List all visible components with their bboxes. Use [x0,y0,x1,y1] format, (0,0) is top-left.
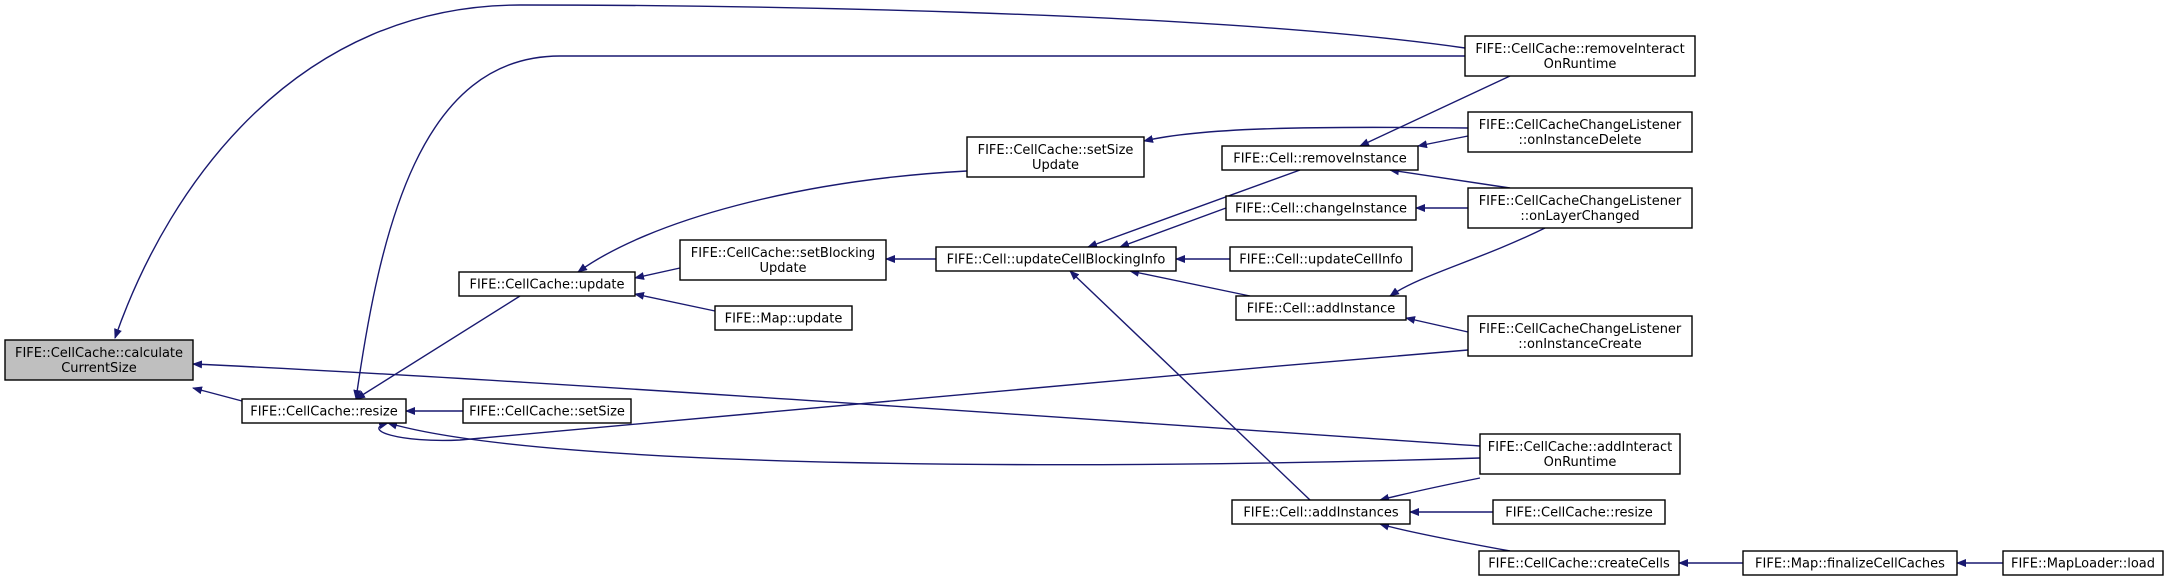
node-label-addinteract: FIFE::CellCache::addInteract [1488,440,1672,455]
node-label-resize: FIFE::CellCache::resize [250,405,398,420]
node-maploaderload[interactable]: FIFE::MapLoader::load [2002,550,2164,576]
node-label-calculate: CurrentSize [61,361,137,376]
node-label-setblocking: Update [759,261,806,276]
edge-addinteract-to-addinsts [1379,477,1481,502]
node-ondelete[interactable]: FIFE::CellCacheChangeListener::onInstanc… [1467,111,1693,153]
node-createcells[interactable]: FIFE::CellCache::createCells [1478,550,1680,576]
edge-onlayer-to-removeinst [1389,167,1511,189]
edge-resize-to-calculate [192,386,243,402]
node-box-createcells [1478,550,1680,576]
node-label-onlayer: ::onLayerChanged [1520,209,1639,224]
node-label-ondelete: ::onInstanceDelete [1519,133,1642,148]
node-box-finalize [1742,550,1958,576]
edge-mapupdate-to-ccupdate [634,291,716,312]
node-box-setblocking [679,239,887,281]
node-label-setsize: FIFE::CellCache::setSize [469,405,625,420]
node-box-setsizeupdate [966,136,1145,178]
node-label-ondelete: FIFE::CellCacheChangeListener [1479,118,1682,133]
node-box-removeinteract [1464,35,1696,77]
node-ccresize2[interactable]: FIFE::CellCache::resize [1492,499,1666,525]
node-label-maploaderload: FIFE::MapLoader::load [2011,557,2155,572]
node-label-addinsts: FIFE::Cell::addInstances [1243,506,1399,521]
edge-ccupdate-to-resize [355,295,521,400]
node-box-removeinst [1221,145,1419,171]
node-box-setsize [462,398,632,424]
node-label-setsizeupdate: Update [1032,158,1079,173]
node-mapupdate[interactable]: FIFE::Map::update [714,305,853,331]
node-box-maploaderload [2002,550,2164,576]
edge-oncreate-to-addinst [1405,316,1469,333]
node-label-changeinst: FIFE::Cell::changeInstance [1235,202,1407,217]
edge-addinteract-to-resize [387,421,1481,466]
node-layer: FIFE::CellCache::calculateCurrentSizeFIF… [4,35,2164,576]
node-label-addinst: FIFE::Cell::addInstance [1247,302,1396,317]
edge-removeinst-to-updateblocking [1087,169,1301,248]
node-label-ccresize2: FIFE::CellCache::resize [1505,506,1653,521]
node-label-setblocking: FIFE::CellCache::setBlocking [691,246,875,261]
node-label-oncreate: ::onInstanceCreate [1518,337,1641,352]
edge-ondelete-to-removeinst [1417,135,1469,149]
node-box-changeinst [1225,195,1417,221]
node-changeinst[interactable]: FIFE::Cell::changeInstance [1225,195,1417,221]
node-box-addinst [1235,295,1407,321]
node-box-updateblocking [935,246,1177,272]
node-updatecellinfo[interactable]: FIFE::Cell::updateCellInfo [1229,246,1413,272]
edge-oncreate-to-resize [378,349,1469,442]
edge-ondelete-to-setsizeupdate [1143,126,1469,143]
edge-setblocking-to-ccupdate [634,267,681,280]
node-box-addinsts [1231,499,1411,525]
node-label-onlayer: FIFE::CellCacheChangeListener [1479,194,1682,209]
node-ccupdate[interactable]: FIFE::CellCache::update [458,271,636,297]
node-updateblocking[interactable]: FIFE::Cell::updateCellBlockingInfo [935,246,1177,272]
edge-addinteract-to-calculate [192,360,1481,447]
node-label-setsizeupdate: FIFE::CellCache::setSize [978,143,1134,158]
node-box-resize [241,398,407,424]
node-label-oncreate: FIFE::CellCacheChangeListener [1479,322,1682,337]
node-oncreate[interactable]: FIFE::CellCacheChangeListener::onInstanc… [1467,315,1693,357]
edge-onlayer-to-addinst [1389,227,1546,297]
node-box-onlayer [1467,187,1693,229]
node-label-createcells: FIFE::CellCache::createCells [1488,557,1670,572]
edge-addinsts-to-updateblocking [1069,270,1311,501]
node-box-addinteract [1479,433,1681,475]
node-resize[interactable]: FIFE::CellCache::resize [241,398,407,424]
edge-addinst-to-updateblocking [1129,268,1251,297]
edge-removeinteract-to-removeinst [1359,75,1511,147]
edge-changeinst-to-updateblocking [1119,207,1227,248]
node-label-calculate: FIFE::CellCache::calculate [15,346,183,361]
node-onlayer[interactable]: FIFE::CellCacheChangeListener::onLayerCh… [1467,187,1693,229]
node-removeinst[interactable]: FIFE::Cell::removeInstance [1221,145,1419,171]
edge-removeinteract-to-resize [353,55,1465,400]
node-label-updatecellinfo: FIFE::Cell::updateCellInfo [1239,253,1403,268]
node-box-ccresize2 [1492,499,1666,525]
node-box-ondelete [1467,111,1693,153]
node-addinst[interactable]: FIFE::Cell::addInstance [1235,295,1407,321]
node-box-calculate [4,339,194,381]
node-label-finalize: FIFE::Map::finalizeCellCaches [1755,557,1945,572]
node-label-ccupdate: FIFE::CellCache::update [469,278,624,293]
node-label-addinteract: OnRuntime [1544,455,1617,470]
node-box-ccupdate [458,271,636,297]
edge-setsizeupdate-to-ccupdate [577,170,968,273]
edge-removeinteract-to-calculate [114,4,1466,339]
node-label-mapupdate: FIFE::Map::update [725,312,843,327]
node-box-oncreate [1467,315,1693,357]
node-label-removeinteract: FIFE::CellCache::removeInteract [1475,42,1684,57]
edge-layer [114,4,2003,567]
node-label-updateblocking: FIFE::Cell::updateCellBlockingInfo [947,253,1166,268]
node-label-removeinst: FIFE::Cell::removeInstance [1233,152,1406,167]
node-setsize[interactable]: FIFE::CellCache::setSize [462,398,632,424]
node-finalize[interactable]: FIFE::Map::finalizeCellCaches [1742,550,1958,576]
node-label-removeinteract: OnRuntime [1544,57,1617,72]
edge-createcells-to-addinsts [1379,522,1511,552]
node-box-updatecellinfo [1229,246,1413,272]
node-addinsts[interactable]: FIFE::Cell::addInstances [1231,499,1411,525]
node-box-mapupdate [714,305,853,331]
